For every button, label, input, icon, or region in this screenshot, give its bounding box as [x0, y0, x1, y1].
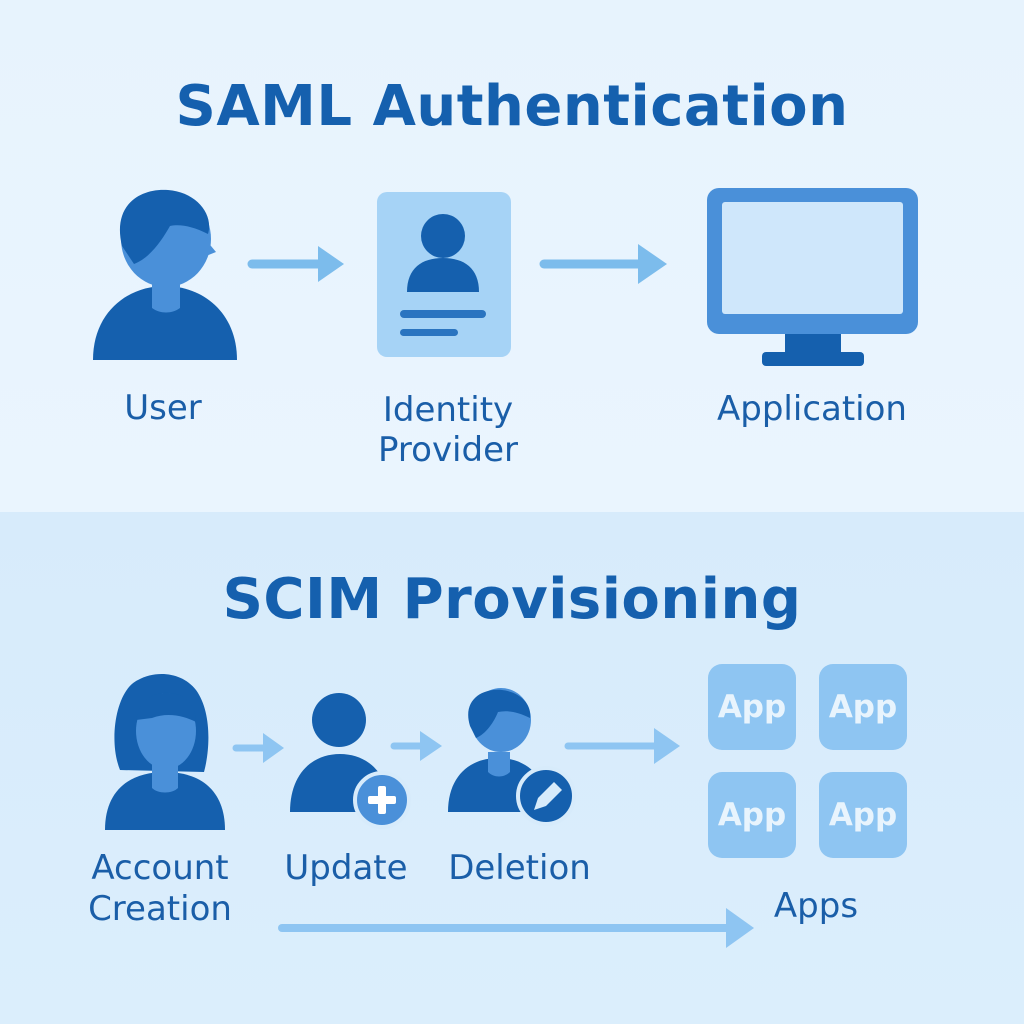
- app-tile: [819, 664, 907, 750]
- app-tile-label: App: [717, 797, 787, 833]
- arrow-idp-to-app: [539, 244, 667, 284]
- app-tile-label: App: [828, 689, 898, 725]
- application-label: Application: [717, 389, 907, 429]
- arrow-deletion-to-apps: [564, 728, 680, 764]
- idp-label-line1: Identity: [382, 390, 514, 430]
- arrow-update-to-deletion: [390, 731, 442, 761]
- apps-label: Apps: [773, 886, 859, 926]
- update-user-icon: [290, 693, 411, 829]
- scim-title: SCIM Provisioning: [222, 567, 802, 632]
- app-tile: [708, 664, 796, 750]
- app-tile: [708, 772, 796, 858]
- account-creation-label-line2: Creation: [88, 889, 232, 929]
- saml-title: SAML Authentication: [175, 74, 849, 139]
- pencil-icon: [534, 782, 562, 810]
- deletion-label: Deletion: [448, 848, 591, 888]
- deletion-user-icon: [448, 688, 576, 826]
- arrow-bottom-long: [278, 908, 754, 948]
- app-tile-label: App: [828, 797, 898, 833]
- app-tile: [819, 772, 907, 858]
- account-creation-label-line1: Account: [91, 848, 229, 888]
- arrow-user-to-idp: [247, 246, 344, 282]
- arrow-creation-to-update: [232, 733, 284, 763]
- idp-label-line2: Provider: [378, 430, 518, 470]
- user-icon: [93, 189, 237, 360]
- account-creation-icon: [105, 674, 225, 830]
- update-label: Update: [284, 848, 408, 888]
- app-tile-label: App: [717, 689, 787, 725]
- app-tile-grid: [708, 664, 907, 858]
- monitor-icon: [707, 188, 918, 366]
- identity-provider-icon: [377, 192, 511, 357]
- user-label: User: [124, 388, 202, 428]
